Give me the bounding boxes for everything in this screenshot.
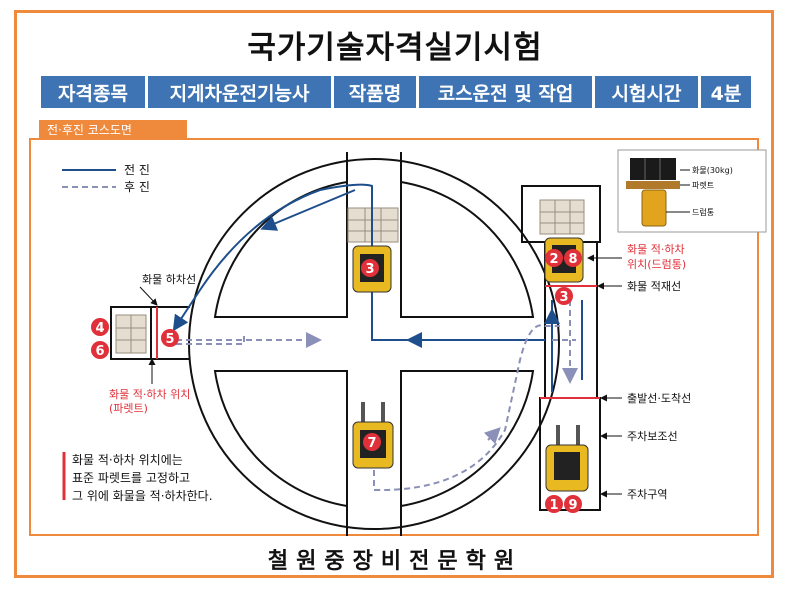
step-number-2: 2 [549, 252, 558, 267]
step-number-4: 4 [95, 321, 104, 336]
legend-reverse-label: 후 진 [124, 180, 150, 194]
left-position-label: 화물 적·하차 위치 [109, 387, 190, 401]
note-line-3: 그 위에 화물을 적·하차한다. [72, 489, 213, 503]
inset-cargo-label: 화물(30kg) [692, 166, 733, 175]
step-number-7: 7 [367, 436, 376, 451]
load-line-label: 화물 적재선 [627, 280, 681, 293]
header-work-value: 코스운전 및 작업 [419, 76, 592, 108]
step-number-6: 6 [95, 344, 104, 359]
forklift-right-top [544, 237, 584, 283]
step-circle-6 [91, 341, 109, 359]
note-line-1: 화물 적·하차 위치에는 [72, 453, 183, 467]
right-cargo-stack [539, 199, 585, 235]
note-line-2: 표준 파렛트를 고정하고 [72, 471, 190, 485]
step-circle-1 [545, 495, 563, 513]
step-circle-4 [91, 318, 109, 336]
left-cargo-stack [115, 314, 147, 354]
step-number-3-right: 3 [559, 290, 568, 305]
legend: 전 진 후 진 [62, 163, 150, 194]
header-field-value: 지게차운전기능사 [148, 76, 331, 108]
step-number-5: 5 [165, 332, 174, 347]
inset-drum-label: 드럼통 [692, 208, 714, 217]
legend-forward-label: 전 진 [124, 163, 150, 177]
parking-area-label: 주차구역 [627, 488, 667, 501]
footer-academy-name: 철원중장비전문학원 [267, 549, 523, 574]
step-circle-2 [545, 249, 563, 267]
reverse-path [176, 300, 578, 492]
header-time-value: 4분 [701, 76, 751, 108]
step-number-3-top: 3 [365, 262, 374, 277]
step-number-8: 8 [568, 252, 577, 267]
right-position-sub: 위치(드럼통) [627, 258, 686, 271]
left-position-sub: (파렛트) [109, 402, 148, 415]
unload-line-label: 화물 하차선 [142, 272, 196, 286]
top-road-stubs [346, 152, 402, 536]
forward-path [172, 183, 583, 392]
header-field-label: 자격종목 [41, 76, 145, 108]
step-number-1: 1 [549, 498, 558, 513]
inset-pallet-label: 파렛트 [692, 180, 714, 190]
forklift-parking [545, 425, 589, 492]
step-circle-9 [564, 495, 582, 513]
step-circle-7 [363, 433, 381, 451]
header-time-label: 시험시간 [595, 76, 698, 108]
diagram-frame [29, 138, 759, 536]
header-work-label: 작품명 [334, 76, 416, 108]
page-title: 국가기술자격실기시험 [247, 30, 543, 66]
parking-aux-label: 주차보조선 [627, 430, 678, 443]
right-position-label: 화물 적·하차 [627, 242, 685, 256]
step-number-9: 9 [568, 498, 577, 513]
inset-illustration: 화물(30kg) 파렛트 드럼통 [617, 149, 767, 233]
step-circle-5 [161, 329, 179, 347]
start-finish-label: 출발선·도착선 [627, 392, 691, 405]
step-circle-3-top [361, 259, 379, 277]
step-circle-3-right [555, 287, 573, 305]
section-tag: 전·후진 코스도면 [39, 120, 187, 138]
step-circle-8 [564, 249, 582, 267]
